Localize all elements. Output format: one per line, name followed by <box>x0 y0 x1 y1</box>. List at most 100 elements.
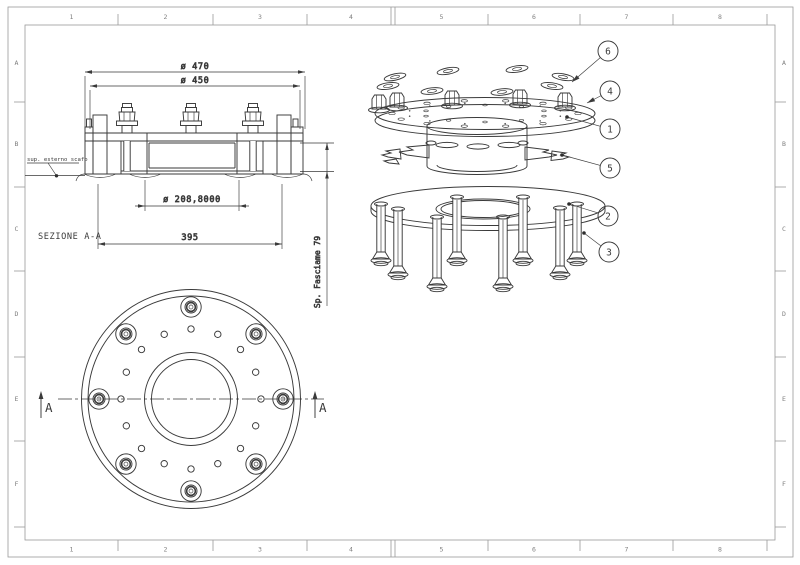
cut-label-right: A <box>319 400 327 415</box>
flange-hole <box>445 119 452 122</box>
hex-bolt <box>386 92 408 112</box>
hex-bolt <box>554 92 576 112</box>
dim-arrow-icon <box>138 204 145 208</box>
flange-hole <box>539 101 547 105</box>
dim-overall-width-text: 395 <box>181 233 198 243</box>
front-hole <box>236 444 245 453</box>
front-hole <box>117 395 125 403</box>
grid-column-label: 4 <box>349 13 353 21</box>
stud <box>426 214 448 293</box>
balloon-label: 5 <box>607 163 613 174</box>
hex-bolt <box>509 89 531 109</box>
washer <box>436 66 460 76</box>
grid-column-label: 3 <box>258 13 262 21</box>
washer <box>540 82 564 90</box>
grid-row-label: C <box>15 225 19 233</box>
flange-bolts <box>368 89 576 114</box>
flange-hole <box>423 109 429 113</box>
dim-arrow-icon <box>325 171 329 179</box>
flange-hole <box>445 105 452 108</box>
hull-note: sup. esterno scafo <box>25 157 88 178</box>
front-hole <box>214 459 222 468</box>
front-bolt <box>115 453 137 475</box>
stud <box>370 201 392 267</box>
stud <box>512 194 534 267</box>
balloon-1: 1 <box>565 115 621 140</box>
hull-plating-right <box>276 114 292 175</box>
dim-plate-thickness: Sp. Fasciame 79 <box>300 142 334 308</box>
grid-column-label: 1 <box>70 546 74 554</box>
cut-arrow-icon <box>312 391 318 399</box>
grid-row-label: D <box>782 310 786 318</box>
balloon-leader <box>568 203 599 214</box>
grid-column-label: 2 <box>164 13 168 21</box>
lock-tabs <box>380 144 571 165</box>
dim-bore-text: ø 208,8000 <box>163 195 221 205</box>
dim-arrow-icon <box>293 84 300 88</box>
flange-hole <box>565 117 573 121</box>
washers <box>376 65 575 96</box>
balloon-leader <box>583 232 602 247</box>
flange-disc <box>374 97 596 137</box>
dim-outer-diameter: ø 470 <box>84 62 306 129</box>
balloon-2: 2 <box>567 202 619 227</box>
flange-hole <box>460 124 468 128</box>
leader-dot <box>565 115 569 119</box>
front-hole <box>137 345 146 354</box>
front-hole <box>160 330 168 339</box>
hull-note-text: sup. esterno scafo <box>27 157 88 163</box>
flange-hole <box>541 114 547 118</box>
balloon-leader <box>566 116 601 127</box>
front-hole <box>160 459 168 468</box>
dim-outer-diameter-text: ø 470 <box>181 62 210 72</box>
flange-hole <box>574 111 582 116</box>
front-hole <box>187 465 195 473</box>
stud <box>566 201 588 267</box>
balloon-label: 2 <box>605 211 611 222</box>
section-cut-marker-left: A <box>38 391 53 418</box>
front-bolt <box>180 296 202 318</box>
flange-hole <box>482 120 488 124</box>
hex-bolt <box>441 90 463 110</box>
dim-arrow-icon <box>85 70 92 74</box>
grid-row-label: C <box>782 225 786 233</box>
balloon-label: 1 <box>607 124 613 135</box>
front-bolt <box>245 323 267 345</box>
grid-column-label: 2 <box>164 546 168 554</box>
stud <box>492 214 514 293</box>
grid-row-label: B <box>15 140 19 148</box>
dim-arrow-icon <box>298 70 305 74</box>
front-bolt <box>115 323 137 345</box>
grid-column-label: 8 <box>718 13 722 21</box>
flange-hole <box>423 101 431 105</box>
flange-hole <box>423 114 429 118</box>
front-hole <box>251 368 260 376</box>
balloon-circle <box>599 118 621 140</box>
balloon-6: 6 <box>571 40 619 83</box>
balloon-5: 5 <box>560 153 621 179</box>
front-bolt <box>245 453 267 475</box>
front-hole <box>257 395 265 403</box>
front-bolt <box>88 388 110 410</box>
flange-hole <box>388 111 396 116</box>
grid-row-label: F <box>782 480 786 488</box>
leader-dot <box>560 153 564 157</box>
front-hole <box>187 325 195 333</box>
front-hole <box>137 444 146 453</box>
front-hole <box>122 422 131 430</box>
balloon-circle <box>599 157 621 179</box>
lower-ring <box>370 186 606 231</box>
grid-column-label: 5 <box>440 13 444 21</box>
dim-bore-diameter: ø 208,8000 <box>135 180 249 211</box>
grid-column-label: 7 <box>625 546 629 554</box>
leader-dot <box>54 174 59 178</box>
balloon-leader <box>561 154 601 166</box>
dim-arrow-icon <box>98 242 105 246</box>
dim-plate-thickness-text: Sp. Fasciame 79 <box>313 236 322 308</box>
grid-column-label: 4 <box>349 546 353 554</box>
grid-row-label: A <box>782 59 786 67</box>
front-hole <box>251 422 260 430</box>
front-bolt <box>180 480 202 502</box>
